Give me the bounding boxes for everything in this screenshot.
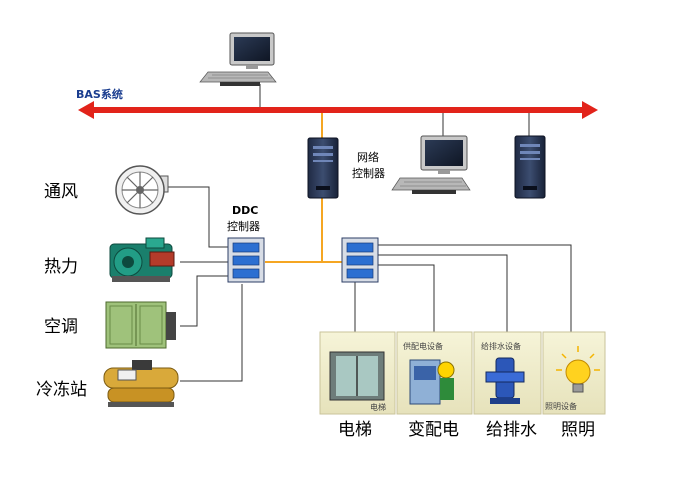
water-supply-panel-caption: 给排水设备 <box>481 341 521 351</box>
elevator-panel <box>319 331 396 415</box>
network-controller-tower <box>307 137 339 199</box>
system-label-power-distribution: 变配电 <box>408 420 459 440</box>
chiller-plant-icon <box>103 360 179 407</box>
ddc-controller-right <box>341 237 379 283</box>
bas-bus <box>78 101 598 119</box>
ventilation-fan-icon <box>115 165 169 215</box>
ddc-controller-label-line2: 控制器 <box>227 219 260 233</box>
equipment-label-ventilation: 通风 <box>44 182 78 202</box>
system-label-lighting: 照明 <box>561 420 595 440</box>
workstation-top <box>199 32 277 86</box>
power-distribution-panel-caption: 供配电设备 <box>403 341 443 351</box>
workstation-right <box>391 135 471 194</box>
water-supply-panel <box>473 331 542 415</box>
bas-bus-label: BAS系统 <box>76 87 123 101</box>
equipment-label-heating: 热力 <box>44 257 78 277</box>
server-tower-right <box>514 135 546 199</box>
wiring <box>167 84 572 382</box>
system-label-water-supply: 给排水 <box>486 420 537 440</box>
equipment-label-air-conditioning: 空调 <box>44 317 78 337</box>
air-conditioning-unit-icon <box>105 301 176 349</box>
system-label-elevator: 电梯 <box>338 420 372 440</box>
elevator-panel-caption: 电梯 <box>370 402 386 412</box>
controller-link <box>265 110 342 263</box>
network-controller-label-line1: 网络 <box>357 150 379 164</box>
ddc-controller-label-line1: DDC <box>232 204 258 217</box>
lighting-panel-caption: 照明设备 <box>545 401 577 411</box>
network-controller-label-line2: 控制器 <box>352 166 385 180</box>
lighting-panel <box>542 331 606 415</box>
equipment-label-chiller-plant: 冷冻站 <box>36 380 87 400</box>
power-distribution-panel <box>396 331 473 415</box>
ddc-controller-left <box>227 237 265 283</box>
heating-unit-icon <box>109 237 175 282</box>
